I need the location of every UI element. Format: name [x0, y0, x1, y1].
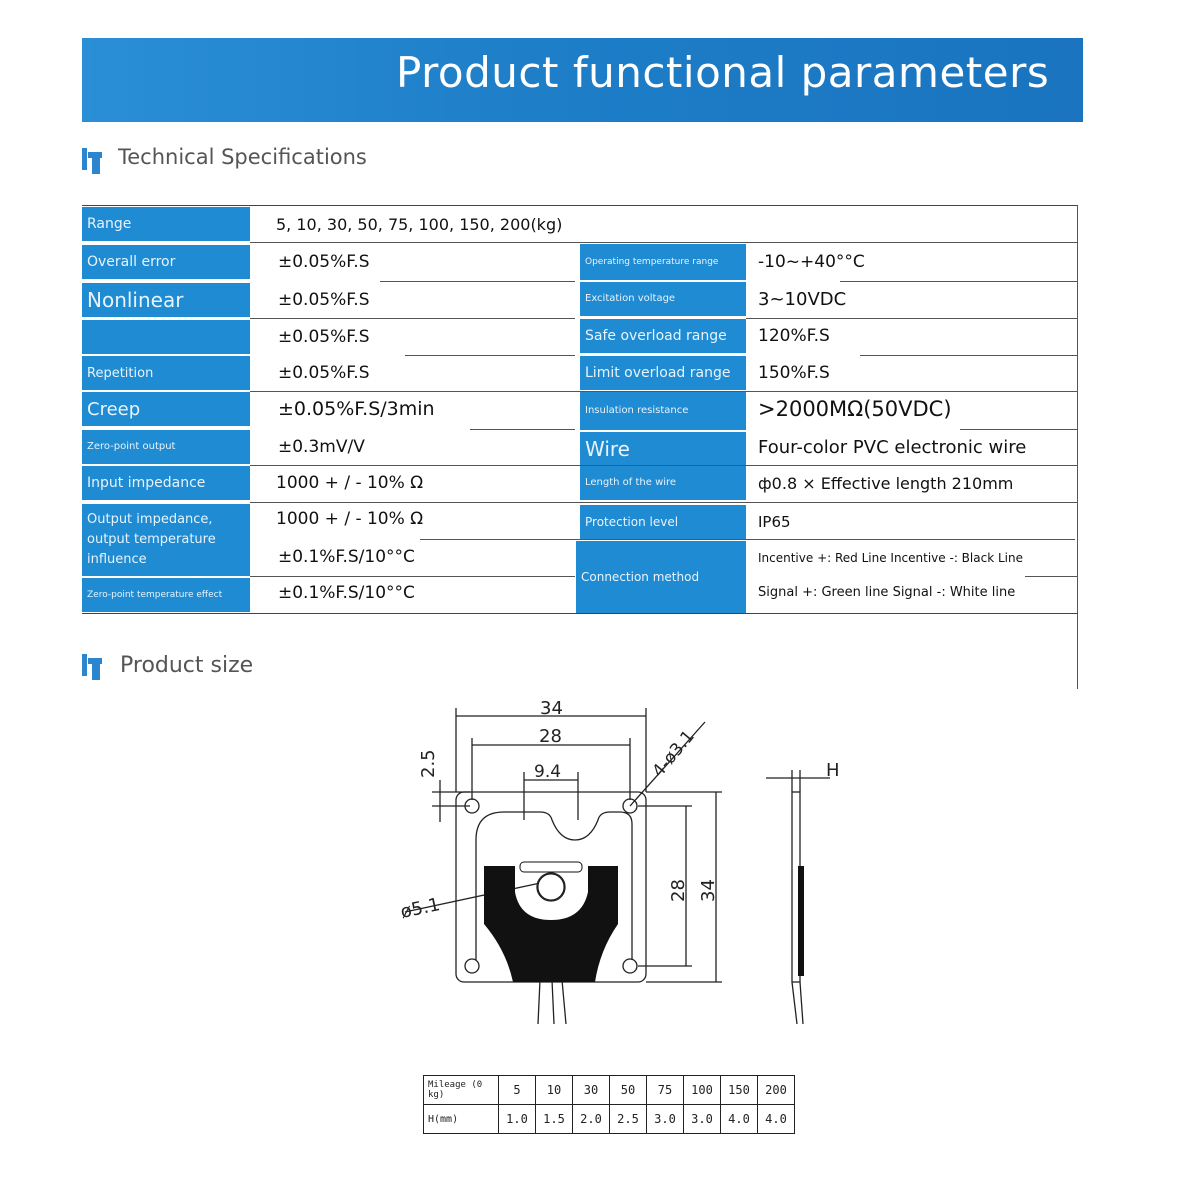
spec-value-zero-output: ±0.3mV/V: [278, 437, 365, 457]
row-divider: [250, 502, 1078, 503]
spec-value-connection-1: Incentive +: Red Line Incentive -: Black…: [758, 551, 1023, 565]
dim-label: ø5.1: [399, 894, 442, 923]
row-divider: [250, 318, 575, 319]
spec-value-blank: ±0.05%F.S: [278, 327, 370, 347]
table-cell: 5: [498, 1075, 536, 1105]
size-section-title: Product size: [120, 653, 254, 678]
spec-value-protection: IP65: [758, 513, 791, 531]
row-divider: [1025, 576, 1078, 577]
spec-value-operating-temp: -10~+40°°C: [758, 252, 865, 272]
table-cell: 50: [609, 1075, 647, 1105]
spec-label-repetition: Repetition: [82, 356, 250, 390]
row-divider: [960, 429, 1078, 430]
spec-value-range: 5, 10, 30, 50, 75, 100, 150, 200(kg): [276, 214, 563, 234]
table-cell: 4.0: [720, 1104, 758, 1134]
table-cell: 200: [757, 1075, 795, 1105]
row-divider: [420, 539, 1075, 540]
spec-label-operating-temp: Operating temperature range: [580, 244, 746, 280]
spec-value-safe-overload: 120%F.S: [758, 326, 830, 346]
table-cell: 1.5: [535, 1104, 573, 1134]
row-divider: [250, 391, 1078, 392]
title-banner: [82, 38, 1083, 122]
table-cell: 150: [720, 1075, 758, 1105]
spec-value-overall-error: ±0.05%F.S: [278, 252, 370, 272]
row-divider: [405, 355, 575, 356]
row-divider: [250, 465, 1078, 466]
table-header-cell: Mileage (0 kg): [423, 1075, 499, 1105]
spec-section-title: Technical Specifications: [118, 145, 367, 169]
spec-label-connection: Connection method: [576, 541, 746, 613]
spec-label-creep: Creep: [82, 392, 250, 426]
dim-label: 9.4: [534, 762, 561, 782]
dim-label: 28: [539, 726, 562, 747]
table-cell: 10: [535, 1075, 573, 1105]
table-cell: 100: [683, 1075, 721, 1105]
spec-label-protection: Protection level: [580, 505, 746, 539]
table-cell: 2.5: [609, 1104, 647, 1134]
spec-label-input-impedance: Input impedance: [82, 466, 250, 500]
dim-label: 4-ø3.1: [649, 727, 699, 782]
spec-value-limit-overload: 150%F.S: [758, 363, 830, 383]
page-title: Product functional parameters: [396, 48, 1050, 97]
spec-label-overall-error: Overall error: [82, 245, 250, 279]
table-cell: 3.0: [646, 1104, 684, 1134]
row-divider: [82, 613, 1078, 614]
strain-gauge: [484, 866, 618, 982]
row-divider: [746, 318, 1078, 319]
spec-value-temp-influence: ±0.1%F.S/10°°C: [278, 547, 415, 567]
mount-hole: [464, 958, 480, 974]
spec-value-connection-2: Signal +: Green line Signal -: White lin…: [758, 584, 1016, 600]
spec-label-zero-output: Zero-point output: [82, 430, 250, 464]
spec-value-insulation: >2000MΩ(50VDC): [758, 397, 952, 421]
row-divider: [860, 355, 1078, 356]
spec-label-range: Range: [82, 207, 250, 241]
row-divider: [250, 576, 575, 577]
center-hole: [536, 872, 566, 902]
spec-value-nonlinear: ±0.05%F.S: [278, 290, 370, 310]
spec-label-wire-length: Length of the wire: [580, 466, 746, 500]
spec-value-creep: ±0.05%F.S/3min: [278, 398, 435, 420]
spec-label-wire: Wire: [580, 432, 746, 466]
spec-label-limit-overload: Limit overload range: [580, 356, 746, 390]
spec-label-nonlinear: Nonlinear: [82, 283, 250, 317]
section-icon: [82, 652, 104, 680]
spec-label-insulation: Insulation resistance: [580, 392, 746, 430]
spec-label-output-impedance: Output impedance, output temperature inf…: [82, 504, 250, 576]
thickness-table: Mileage (0 kg) 5 10 30 50 75 100 150 200…: [423, 1075, 795, 1134]
table-cell: 30: [572, 1075, 610, 1105]
table-cell: 75: [646, 1075, 684, 1105]
dim-label: 34: [540, 698, 563, 719]
table-cell: 4.0: [757, 1104, 795, 1134]
inner-outline: [475, 811, 633, 960]
row-divider: [380, 281, 575, 282]
table-header-cell: H(mm): [423, 1104, 499, 1134]
row-divider: [470, 429, 575, 430]
table-border: [1077, 205, 1078, 689]
table-cell: 3.0: [683, 1104, 721, 1134]
spec-value-repetition: ±0.05%F.S: [278, 363, 370, 383]
spec-value-input-impedance: 1000 + / - 10% Ω: [276, 473, 424, 493]
dim-label: 34: [698, 879, 719, 902]
dim-label: 2.5: [418, 749, 439, 778]
spec-label-blank: [82, 320, 250, 354]
dim-label: H: [826, 760, 840, 781]
row-divider: [250, 242, 1078, 243]
dim-label: 28: [668, 879, 689, 902]
section-icon: [82, 146, 104, 174]
mount-hole: [622, 958, 638, 974]
row-divider: [840, 281, 1078, 282]
table-cell: 2.0: [572, 1104, 610, 1134]
spec-table: [82, 205, 1078, 614]
spec-value-wire: Four-color PVC electronic wire: [758, 436, 1027, 458]
spec-value-wire-length: ф0.8 × Effective length 210mm: [758, 473, 1014, 493]
spec-label-zero-temp: Zero-point temperature effect: [82, 578, 250, 612]
table-cell: 1.0: [498, 1104, 536, 1134]
spec-value-output-impedance: 1000 + / - 10% Ω: [276, 509, 424, 529]
spec-label-safe-overload: Safe overload range: [580, 319, 746, 353]
spec-value-zero-temp: ±0.1%F.S/10°°C: [278, 583, 415, 603]
spec-label-excitation-voltage: Excitation voltage: [580, 282, 746, 316]
spec-value-excitation-voltage: 3~10VDC: [758, 288, 847, 310]
